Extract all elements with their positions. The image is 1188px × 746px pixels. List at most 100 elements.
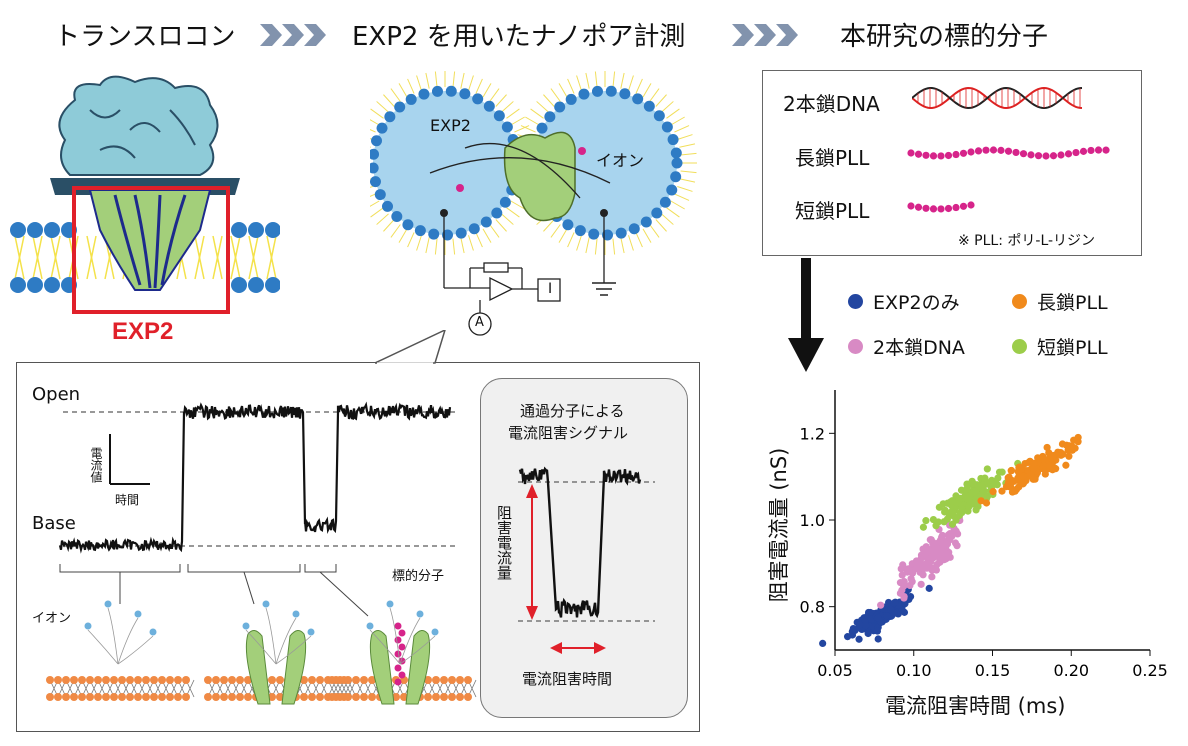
lipid-head: [102, 676, 110, 684]
scatter-point: [900, 577, 908, 586]
scatter-point: [908, 578, 916, 586]
inset-trace-line: [518, 466, 642, 619]
chevrons-icon-2: [732, 24, 798, 46]
ion-particle: [366, 622, 374, 630]
lipid-head: [344, 676, 352, 684]
scatter-point: [961, 492, 969, 500]
lipid-head: [110, 676, 118, 684]
lipid-head: [212, 693, 220, 701]
pll-footnote: ※ PLL: ポリ-L-リジン: [958, 233, 1096, 249]
header-step2: EXP2 を用いたナノポア計測: [352, 22, 686, 52]
scatter-point: [919, 523, 928, 531]
scatter-point: [994, 474, 1002, 482]
trace-target-label: 標的分子: [392, 569, 445, 584]
target-molecule-bead: [394, 636, 402, 644]
legend-dot: [848, 339, 863, 354]
molecule-short-pll-label: 短鎖PLL: [795, 199, 870, 223]
ion-particle: [431, 628, 439, 636]
lipid-head: [110, 693, 118, 701]
pore-left-half: [245, 630, 271, 705]
lipid-head: [134, 693, 142, 701]
x-tick-label: 0.25: [1132, 661, 1168, 680]
ion-particle: [386, 600, 394, 608]
scatter-point: [843, 633, 852, 641]
lipid-head: [70, 693, 78, 701]
lipid-head: [86, 693, 94, 701]
lipid-head: [54, 693, 62, 701]
lipid-head: [46, 693, 54, 701]
target-molecule-bead: [394, 678, 402, 686]
header-step3: 本研究の標的分子: [840, 22, 1049, 52]
legend-dot: [1012, 339, 1027, 354]
scatter-point: [979, 484, 987, 492]
legend-dot: [848, 294, 863, 309]
lipid-head: [62, 676, 70, 684]
target-molecule-bead: [394, 650, 402, 658]
scatter-point: [1040, 461, 1048, 469]
scatter-point: [969, 479, 977, 488]
open-label: Open: [32, 384, 81, 405]
ion-path: [87, 629, 119, 665]
scatter-point: [929, 515, 938, 524]
lipid-head: [448, 676, 456, 684]
segment-bracket: [304, 564, 337, 573]
scatter-point: [946, 529, 954, 538]
current-trace: [46, 401, 477, 705]
scatter-point: [927, 564, 935, 573]
scatter-point: [887, 605, 895, 614]
scatter-point: [977, 497, 985, 505]
scatter-point: [958, 504, 966, 512]
lipid-head: [276, 693, 284, 701]
ion-particle: [242, 622, 250, 630]
target-molecule-bead: [398, 671, 406, 679]
legend-label: 短鎖PLL: [1037, 337, 1108, 359]
lipid-head: [368, 676, 376, 684]
scatter-point: [998, 468, 1006, 476]
target-molecule-bead: [398, 629, 406, 637]
scatter-point: [874, 635, 882, 643]
scatter-point: [955, 511, 964, 519]
lipid-head: [126, 676, 134, 684]
inset-arrowhead: [526, 606, 538, 620]
scatter-point: [966, 499, 975, 507]
scatter-point: [912, 564, 920, 573]
ion-path: [389, 607, 401, 665]
x-tick-label: 0.20: [1053, 661, 1089, 680]
ion-particle: [104, 600, 112, 608]
segment-bracket: [187, 564, 301, 573]
lipid-head: [78, 693, 86, 701]
long-pll-icon: [907, 146, 1110, 160]
lipid-head: [244, 676, 252, 684]
target-molecules-box: [762, 70, 1142, 256]
current-label: I: [548, 281, 553, 297]
scatter-point: [1048, 466, 1057, 474]
ion-particle: [134, 610, 142, 618]
inset-arrowhead: [526, 484, 538, 498]
lipid-head: [204, 693, 212, 701]
lipid-head: [276, 676, 284, 684]
scatter-point: [900, 594, 908, 602]
exp2-pore-label: EXP2: [430, 116, 471, 135]
lipid-head: [118, 676, 126, 684]
inset-title-1: 通過分子による: [520, 402, 625, 420]
scatter-point: [928, 573, 936, 581]
scatter-point: [925, 584, 933, 592]
ion-particle: [292, 610, 300, 618]
x-tick-label: 0.10: [896, 661, 932, 680]
lipid-head: [268, 676, 276, 684]
ion-path: [117, 617, 139, 665]
ion-path: [399, 617, 421, 665]
trace-panel: [16, 362, 700, 732]
chart-xlabel: 電流阻害時間 (ms): [885, 694, 1066, 718]
inset-horizontal-label: 電流阻害時間: [522, 670, 613, 688]
scatter-point: [1047, 454, 1056, 463]
dsdna-icon: [912, 86, 1083, 110]
lipid-head: [440, 676, 448, 684]
translocon-illustration: [10, 75, 280, 314]
nanopore-setup-illustration: [370, 71, 697, 336]
y-tick-label: 0.8: [800, 598, 825, 617]
x-tick-label: 0.15: [975, 661, 1011, 680]
legend-item-short-pll: 短鎖PLL: [1012, 333, 1108, 360]
bracket-arrow: [319, 571, 369, 617]
